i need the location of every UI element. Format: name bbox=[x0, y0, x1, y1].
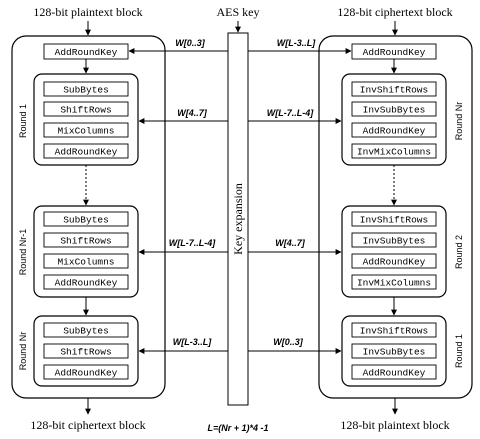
dec-rnr-step-3 bbox=[351, 122, 437, 138]
enc-rnr1-step-4-text: AddRoundKey bbox=[55, 278, 118, 289]
dec-rnr-step-2-text: InvSubBytes bbox=[363, 105, 426, 116]
dec-r1-step-2-text: InvSubBytes bbox=[363, 347, 426, 358]
dec-r2-step-4-text: InvMixColumns bbox=[357, 278, 431, 289]
plaintext-output-label: 128-bit plaintext block bbox=[340, 418, 449, 432]
aes-key-label: AES key bbox=[217, 5, 260, 19]
enc-r1-step-2-text: ShiftRows bbox=[60, 105, 111, 116]
ciphertext-input-label: 128-bit ciphertext block bbox=[337, 5, 452, 19]
key-label-right-3: W[4..7] bbox=[275, 238, 306, 248]
key-label-left-2: W[4..7] bbox=[177, 108, 208, 118]
dec-rnr-step-1-text: InvShiftRows bbox=[360, 85, 428, 96]
enc-rnr1-step-4 bbox=[43, 274, 129, 290]
dec-r2-step-1-text: InvShiftRows bbox=[360, 215, 428, 226]
enc-rnr-step-3 bbox=[43, 364, 129, 380]
key-expansion-label: Key expansion bbox=[231, 183, 245, 255]
dec-r1-step-3 bbox=[351, 364, 437, 380]
key-expansion-box bbox=[227, 32, 249, 406]
enc-rnr-step-1 bbox=[43, 322, 129, 338]
enc-rnr1-step-3-text: MixColumns bbox=[57, 257, 114, 268]
enc-round-nr-label: Round Nr bbox=[18, 332, 28, 371]
dec-rnr-step-1 bbox=[351, 81, 437, 97]
key-formula: L=(Nr + 1)*4 -1 bbox=[207, 423, 268, 433]
dec-rnr-step-2 bbox=[351, 101, 437, 117]
enc-round-nr-1-label: Round Nr-1 bbox=[18, 229, 28, 276]
dec-r2-step-2 bbox=[351, 232, 437, 248]
enc-initial-addroundkey-text: AddRoundKey bbox=[55, 47, 118, 58]
enc-r1-step-3 bbox=[43, 122, 129, 138]
enc-r1-step-2 bbox=[43, 101, 129, 117]
key-label-left-4: W[L-3..L] bbox=[173, 337, 212, 347]
dec-r2-step-1 bbox=[351, 211, 437, 227]
enc-rnr-step-2 bbox=[43, 343, 129, 359]
enc-round-1-label: Round 1 bbox=[18, 104, 28, 138]
enc-r1-step-4-text: AddRoundKey bbox=[55, 147, 118, 158]
enc-rnr1-step-3 bbox=[43, 253, 129, 269]
dec-r2-step-3 bbox=[351, 253, 437, 269]
enc-rnr-step-2-text: ShiftRows bbox=[60, 347, 111, 358]
dec-r2-step-3-text: AddRoundKey bbox=[363, 257, 426, 268]
key-label-left-3: W[L-7..L-4] bbox=[169, 238, 216, 248]
dec-rnr-step-4 bbox=[351, 143, 437, 159]
dec-r1-step-3-text: AddRoundKey bbox=[363, 368, 426, 379]
key-label-right-2: W[L-7..L-4] bbox=[267, 108, 314, 118]
enc-rnr1-step-1-text: SubBytes bbox=[63, 215, 109, 226]
dec-round-1-label: Round 1 bbox=[454, 334, 464, 368]
ciphertext-output-label: 128-bit ciphertext block bbox=[30, 418, 145, 432]
dec-r1-step-1 bbox=[351, 322, 437, 338]
dec-r1-step-1-text: InvShiftRows bbox=[360, 326, 428, 337]
dec-r1-step-2 bbox=[351, 343, 437, 359]
enc-r1-step-1 bbox=[43, 81, 129, 97]
enc-rnr1-step-2-text: ShiftRows bbox=[60, 236, 111, 247]
enc-r1-step-4 bbox=[43, 143, 129, 159]
enc-rnr1-step-2 bbox=[43, 232, 129, 248]
dec-r2-step-2-text: InvSubBytes bbox=[363, 236, 426, 247]
key-label-right-4: W[0..3] bbox=[273, 337, 304, 347]
key-label-left-1: W[0..3] bbox=[175, 38, 206, 48]
dec-round-2-label: Round 2 bbox=[454, 235, 464, 269]
dec-r2-step-4 bbox=[351, 274, 437, 290]
dec-rnr-step-4-text: InvMixColumns bbox=[357, 147, 431, 158]
dec-round-nr-label: Round Nr bbox=[454, 102, 464, 141]
enc-rnr-step-1-text: SubBytes bbox=[63, 326, 109, 337]
dec-rnr-step-3-text: AddRoundKey bbox=[363, 126, 426, 137]
dec-initial-addroundkey-text: AddRoundKey bbox=[363, 47, 426, 58]
enc-r1-step-1-text: SubBytes bbox=[63, 85, 109, 96]
enc-r1-step-3-text: MixColumns bbox=[57, 126, 114, 137]
key-label-right-1: W[L-3..L] bbox=[277, 38, 316, 48]
enc-rnr1-step-1 bbox=[43, 211, 129, 227]
plaintext-input-label: 128-bit plaintext block bbox=[33, 5, 142, 19]
enc-rnr-step-3-text: AddRoundKey bbox=[55, 368, 118, 379]
